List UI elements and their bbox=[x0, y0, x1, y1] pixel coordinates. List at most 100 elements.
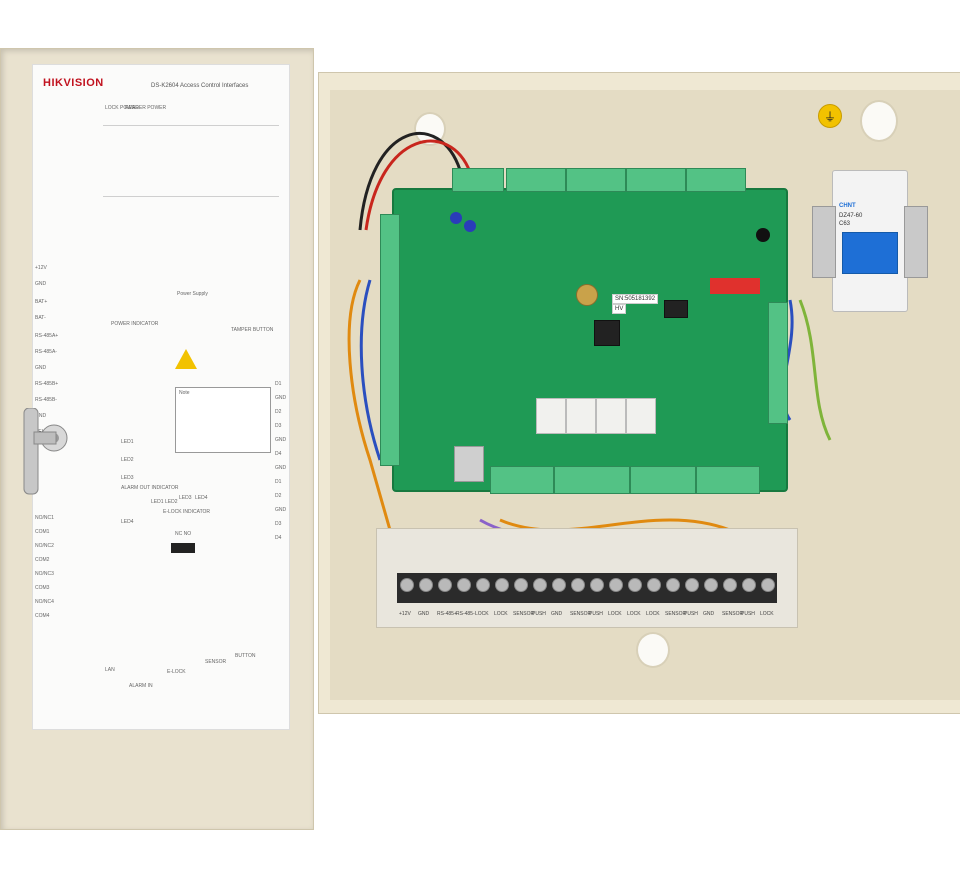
strip-label: RS-485- bbox=[456, 611, 475, 617]
terminal-screw[interactable] bbox=[590, 578, 604, 592]
right-terminal-label: D3 bbox=[275, 521, 282, 527]
buzzer bbox=[756, 228, 770, 242]
right-terminal-label: GND bbox=[275, 507, 287, 513]
left-terminal-label: +12V bbox=[35, 265, 47, 271]
strip-label: LOCK bbox=[760, 611, 774, 617]
terminal-block bbox=[506, 168, 566, 192]
relay bbox=[566, 398, 596, 434]
terminal-screw[interactable] bbox=[666, 578, 680, 592]
strip-label: PUSH bbox=[532, 611, 546, 617]
controller-board: SN:505181392 HV bbox=[380, 168, 788, 494]
strip-label: PUSH bbox=[589, 611, 603, 617]
strip-label: GND bbox=[418, 611, 430, 617]
strip-label: LOCK bbox=[494, 611, 508, 617]
right-terminal-label: D2 bbox=[275, 493, 282, 499]
right-terminal-label: GND bbox=[275, 395, 287, 401]
terminal-screw[interactable] bbox=[495, 578, 509, 592]
bottom-label-sensor: SENSOR bbox=[205, 659, 227, 665]
left-terminal-label: NO/NC3 bbox=[35, 571, 54, 577]
led-label: LED2 bbox=[165, 499, 178, 505]
relay-jumper bbox=[171, 543, 195, 553]
terminal-screw[interactable] bbox=[552, 578, 566, 592]
right-terminal-label: D4 bbox=[275, 535, 282, 541]
terminal-strip-labels: +12V GND RS-485+ RS-485- LOCK LOCK SENSO… bbox=[399, 611, 779, 621]
left-terminal-label: BAT+ bbox=[35, 299, 48, 305]
note-title: Note bbox=[179, 390, 190, 396]
lan-port[interactable] bbox=[454, 446, 484, 482]
left-terminal-label: BAT- bbox=[35, 315, 46, 321]
capacitor bbox=[450, 212, 462, 224]
terminal-screw[interactable] bbox=[571, 578, 585, 592]
right-terminal-label: GND bbox=[275, 437, 287, 443]
left-terminal-label: RS-485A+ bbox=[35, 333, 59, 339]
right-terminal-label: D4 bbox=[275, 451, 282, 457]
terminal-screw[interactable] bbox=[742, 578, 756, 592]
left-terminal-label: COM4 bbox=[35, 613, 50, 619]
door-lock-icon[interactable] bbox=[14, 408, 68, 498]
capacitor bbox=[464, 220, 476, 232]
terminal-screw[interactable] bbox=[723, 578, 737, 592]
breaker-model: DZ47-60 bbox=[839, 213, 863, 219]
alarm-out-indicator-label: ALARM OUT INDICATOR bbox=[121, 485, 179, 491]
din-rail-clip bbox=[904, 206, 928, 278]
left-terminal-label: RS-485B+ bbox=[35, 381, 59, 387]
left-terminal-label: RS-485B- bbox=[35, 397, 57, 403]
terminal-screw[interactable] bbox=[609, 578, 623, 592]
chip bbox=[664, 300, 688, 318]
breaker-toggle-switch[interactable] bbox=[842, 232, 898, 274]
strip-label: +12V bbox=[399, 611, 411, 617]
header-label-reader-power: READER POWER bbox=[125, 105, 167, 111]
terminal-block bbox=[686, 168, 746, 192]
strip-label: PUSH bbox=[684, 611, 698, 617]
strip-label: SENSOR bbox=[513, 611, 535, 617]
relay bbox=[596, 398, 626, 434]
terminal-block bbox=[554, 466, 630, 494]
ground-icon: ⏚ bbox=[818, 104, 842, 128]
terminal-screw[interactable] bbox=[514, 578, 528, 592]
terminal-screw[interactable] bbox=[457, 578, 471, 592]
left-terminal-label: GND bbox=[35, 365, 47, 371]
strip-label: LOCK bbox=[608, 611, 622, 617]
terminal-screw[interactable] bbox=[704, 578, 718, 592]
terminal-block bbox=[380, 214, 400, 466]
bottom-label-alarm-in: ALARM IN bbox=[129, 683, 153, 689]
terminal-screw[interactable] bbox=[400, 578, 414, 592]
led-label: LED3 bbox=[179, 495, 192, 501]
terminal-block bbox=[452, 168, 504, 192]
strip-label: LOCK bbox=[475, 611, 489, 617]
mounting-hole bbox=[860, 100, 898, 142]
terminal-screw[interactable] bbox=[761, 578, 775, 592]
led-label: LED3 bbox=[121, 475, 134, 481]
terminal-block bbox=[768, 302, 788, 424]
bottom-label-button: BUTTON bbox=[235, 653, 256, 659]
sheet-title: DS-K2604 Access Control Interfaces bbox=[151, 83, 249, 89]
strip-label: LOCK bbox=[627, 611, 641, 617]
terminal-screw[interactable] bbox=[647, 578, 661, 592]
dip-switch[interactable] bbox=[710, 278, 760, 294]
terminal-screw[interactable] bbox=[438, 578, 452, 592]
left-terminal-label: NO/NC1 bbox=[35, 515, 54, 521]
power-indicator-label: POWER INDICATOR bbox=[111, 321, 159, 327]
left-terminal-label: RS-485A- bbox=[35, 349, 57, 355]
terminal-screw[interactable] bbox=[628, 578, 642, 592]
left-terminal-label: COM1 bbox=[35, 529, 50, 535]
reader-wiring-block bbox=[103, 125, 279, 197]
terminal-screw[interactable] bbox=[533, 578, 547, 592]
right-terminal-label: D3 bbox=[275, 423, 282, 429]
e-lock-indicator-label: E-LOCK INDICATOR bbox=[163, 509, 211, 515]
bottom-label-lan: LAN bbox=[105, 667, 115, 673]
header-label-lock-power: LOCK POWER bbox=[105, 105, 139, 111]
strip-label: PUSH bbox=[741, 611, 755, 617]
terminal-screw[interactable] bbox=[419, 578, 433, 592]
strip-label: SENSOR bbox=[665, 611, 687, 617]
din-rail-clip bbox=[812, 206, 836, 278]
right-terminal-label: D1 bbox=[275, 381, 282, 387]
power-supply-title: Power Supply bbox=[177, 291, 208, 297]
nc-no-label: NC NO bbox=[175, 531, 192, 537]
terminal-block bbox=[696, 466, 760, 494]
strip-label: SENSOR bbox=[570, 611, 592, 617]
left-terminal-label: GND bbox=[35, 281, 47, 287]
terminal-screw[interactable] bbox=[476, 578, 490, 592]
warning-icon bbox=[175, 349, 197, 369]
terminal-screw[interactable] bbox=[685, 578, 699, 592]
